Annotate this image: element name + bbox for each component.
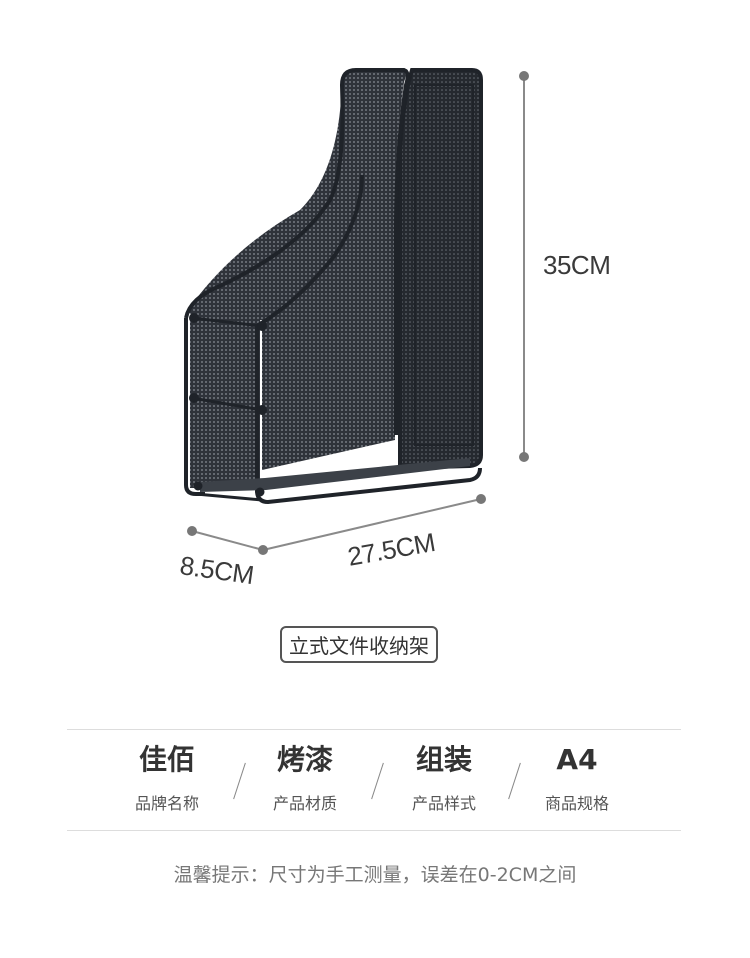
spec-size-caption: 商品规格 (544, 794, 609, 813)
depth-dimension-line (187, 526, 264, 551)
file-holder-illustration (184, 68, 529, 555)
back-panel (398, 68, 483, 471)
bottom-tray (195, 458, 470, 502)
spec-material: 烤漆 产品材质 (235, 740, 375, 814)
width-dimension-line (258, 494, 486, 555)
spec-row: 佳佰 品牌名称 烤漆 产品材质 组装 产品样式 A4 商品规格 (67, 740, 681, 820)
connecting-rods (189, 313, 267, 497)
product-name-tag: 立式文件收纳架 (280, 626, 438, 663)
spec-style-caption: 产品样式 (411, 794, 476, 813)
spec-brand-caption: 品牌名称 (134, 794, 199, 813)
divider-top (67, 729, 681, 730)
divider-bottom (67, 830, 681, 831)
spec-material-value: 烤漆 (276, 743, 333, 776)
spec-style: 组装 产品样式 (374, 740, 514, 814)
height-dimension-line (519, 71, 529, 462)
left-frame (184, 314, 260, 496)
measurement-tip: 温馨提示：尺寸为手工测量，误差在0-2CM之间 (173, 864, 577, 886)
height-dimension-label: 35CM (543, 250, 611, 280)
spec-style-value: 组装 (415, 743, 472, 776)
spec-brand: 佳佰 品牌名称 (97, 740, 237, 814)
spec-size: A4 商品规格 (507, 740, 647, 814)
spec-material-caption: 产品材质 (272, 794, 337, 813)
spec-brand-value: 佳佰 (138, 743, 195, 776)
spec-size-value: A4 (556, 743, 598, 776)
